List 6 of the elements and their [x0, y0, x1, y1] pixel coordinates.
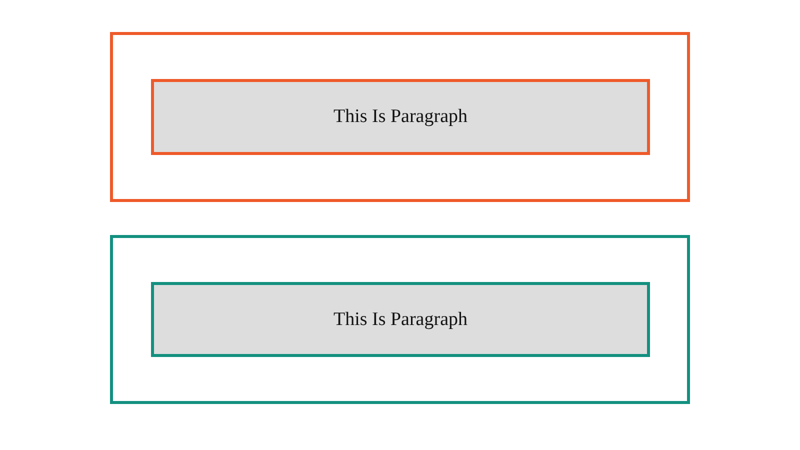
- container-box: [110, 235, 690, 404]
- container-box: [110, 32, 690, 202]
- paragraph-box: [151, 282, 650, 357]
- paragraph-box: [151, 79, 650, 155]
- paragraph-text: This Is Paragraph: [333, 308, 468, 330]
- paragraph-text: This Is Paragraph: [333, 106, 468, 128]
